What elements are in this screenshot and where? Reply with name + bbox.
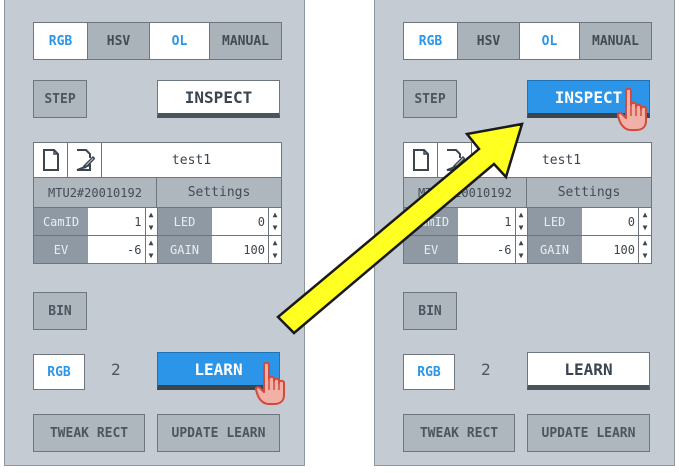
- update-learn-button[interactable]: UPDATE LEARN: [157, 414, 280, 452]
- ev-label: EV: [34, 236, 88, 263]
- led-value[interactable]: 0: [581, 208, 638, 235]
- led-label: LED: [527, 208, 582, 235]
- learn-count: 2: [111, 360, 121, 379]
- spinner-arrows-icon[interactable]: ▲▼: [268, 236, 281, 263]
- step-button[interactable]: STEP: [33, 80, 87, 118]
- tab-ol[interactable]: OL: [520, 23, 580, 59]
- gain-value[interactable]: 100: [581, 236, 638, 263]
- gain-value[interactable]: 100: [211, 236, 268, 263]
- rgb-toggle-button[interactable]: RGB: [403, 354, 455, 390]
- ev-label: EV: [404, 236, 458, 263]
- tab-rgb[interactable]: RGB: [404, 23, 458, 59]
- camid-label: CamID: [34, 208, 88, 235]
- tab-hsv[interactable]: HSV: [88, 23, 150, 59]
- hand-pointer-icon: [617, 88, 647, 131]
- inspect-button[interactable]: INSPECT: [157, 80, 280, 118]
- spinner-arrows-icon[interactable]: ▲▼: [144, 236, 158, 263]
- step-button[interactable]: STEP: [403, 80, 457, 118]
- tab-hsv[interactable]: HSV: [458, 23, 520, 59]
- camid-value[interactable]: 1: [458, 208, 515, 235]
- new-file-icon[interactable]: [34, 143, 68, 177]
- panel-right: RGB HSV OL MANUAL STEP INSPECT test1 MTU…: [374, 0, 675, 466]
- file-row: test1: [403, 142, 652, 178]
- spinner-arrows-icon[interactable]: ▲▼: [514, 236, 528, 263]
- ev-value[interactable]: -6: [88, 236, 145, 263]
- led-value[interactable]: 0: [211, 208, 268, 235]
- update-learn-button[interactable]: UPDATE LEARN: [527, 414, 650, 452]
- learn-count: 2: [481, 360, 491, 379]
- led-label: LED: [157, 208, 212, 235]
- spinner-arrows-icon[interactable]: ▲▼: [268, 208, 281, 235]
- learn-button[interactable]: LEARN: [527, 352, 650, 390]
- tab-manual[interactable]: MANUAL: [580, 23, 651, 59]
- edit-file-icon[interactable]: [68, 143, 102, 177]
- bin-button[interactable]: BIN: [403, 292, 457, 330]
- info-row: MTU2#20010192 Settings: [33, 178, 282, 208]
- new-file-icon[interactable]: [404, 143, 438, 177]
- bin-button[interactable]: BIN: [33, 292, 87, 330]
- settings-button[interactable]: Settings: [557, 185, 621, 200]
- panel-left: RGB HSV OL MANUAL STEP INSPECT test1 MTU…: [4, 0, 305, 466]
- camera-serial: MTU2#20010192: [34, 178, 157, 207]
- param-row: EV -6 ▲▼ GAIN 100 ▲▼: [403, 236, 652, 264]
- mode-tabs: RGB HSV OL MANUAL: [33, 22, 282, 60]
- tab-ol[interactable]: OL: [150, 23, 210, 59]
- rgb-toggle-button[interactable]: RGB: [33, 354, 85, 390]
- gain-label: GAIN: [527, 236, 582, 263]
- settings-button[interactable]: Settings: [187, 185, 251, 200]
- learn-button[interactable]: LEARN: [157, 352, 280, 390]
- param-row: CamID 1 ▲▼ LED 0 ▲▼: [33, 208, 282, 236]
- tab-manual[interactable]: MANUAL: [210, 23, 281, 59]
- mode-tabs: RGB HSV OL MANUAL: [403, 22, 652, 60]
- hand-pointer-icon: [255, 362, 285, 405]
- ev-value[interactable]: -6: [458, 236, 515, 263]
- tweak-rect-button[interactable]: TWEAK RECT: [33, 414, 145, 452]
- camid-value[interactable]: 1: [88, 208, 145, 235]
- spinner-arrows-icon[interactable]: ▲▼: [144, 208, 158, 235]
- param-row: EV -6 ▲▼ GAIN 100 ▲▼: [33, 236, 282, 264]
- tweak-rect-button[interactable]: TWEAK RECT: [403, 414, 515, 452]
- file-row: test1: [33, 142, 282, 178]
- spinner-arrows-icon[interactable]: ▲▼: [638, 236, 651, 263]
- gain-label: GAIN: [157, 236, 212, 263]
- tab-rgb[interactable]: RGB: [34, 23, 88, 59]
- spinner-arrows-icon[interactable]: ▲▼: [514, 208, 528, 235]
- spinner-arrows-icon[interactable]: ▲▼: [638, 208, 651, 235]
- file-name-field[interactable]: test1: [541, 152, 582, 168]
- file-name-field[interactable]: test1: [171, 152, 212, 168]
